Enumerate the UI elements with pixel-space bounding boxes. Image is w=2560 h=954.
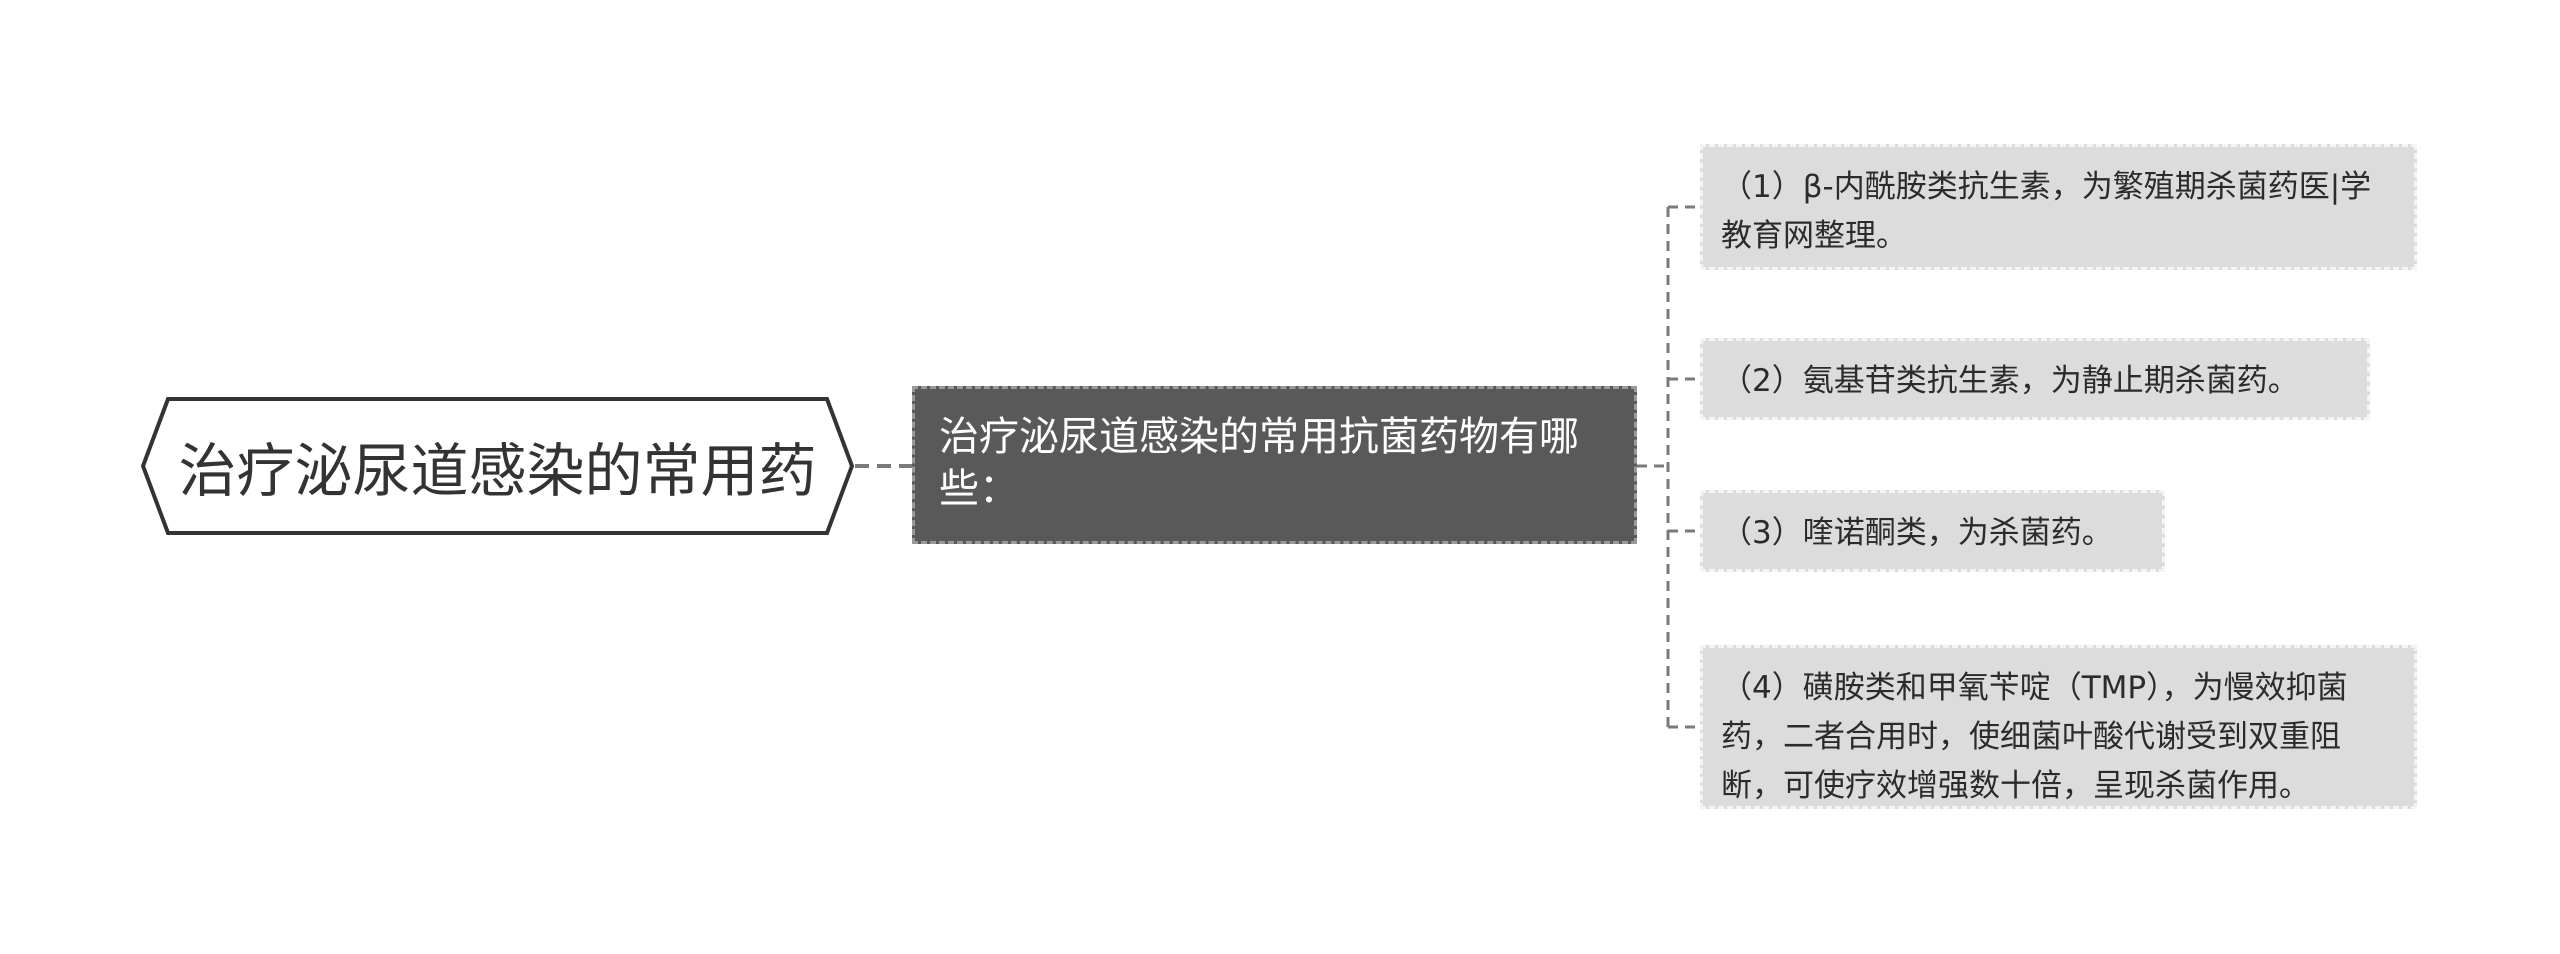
leaf-node-label: （3）喹诺酮类，为杀菌药。 [1721, 515, 2113, 551]
topic-node-label: 治疗泌尿道感染的常用抗菌药物有哪些： [939, 414, 1579, 512]
leaf-node-label: （2）氨基苷类抗生素，为静止期杀菌药。 [1721, 363, 2299, 399]
root-node[interactable]: 治疗泌尿道感染的常用药 [140, 396, 855, 536]
leaf-node-label: （4）磺胺类和甲氧苄啶（TMP），为慢效抑菌药，二者合用时，使细菌叶酸代谢受到双… [1721, 670, 2348, 804]
leaf-node-4[interactable]: （4）磺胺类和甲氧苄啶（TMP），为慢效抑菌药，二者合用时，使细菌叶酸代谢受到双… [1700, 645, 2417, 809]
root-node-label: 治疗泌尿道感染的常用药 [178, 437, 817, 505]
leaf-node-label: （1）β-内酰胺类抗生素，为繁殖期杀菌药医|学教育网整理。 [1721, 169, 2372, 254]
topic-node[interactable]: 治疗泌尿道感染的常用抗菌药物有哪些： [912, 386, 1637, 544]
leaf-node-3[interactable]: （3）喹诺酮类，为杀菌药。 [1700, 490, 2165, 572]
root-node-shape [140, 397, 855, 535]
leaf-node-1[interactable]: （1）β-内酰胺类抗生素，为繁殖期杀菌药医|学教育网整理。 [1700, 144, 2417, 270]
leaf-node-2[interactable]: （2）氨基苷类抗生素，为静止期杀菌药。 [1700, 338, 2370, 420]
